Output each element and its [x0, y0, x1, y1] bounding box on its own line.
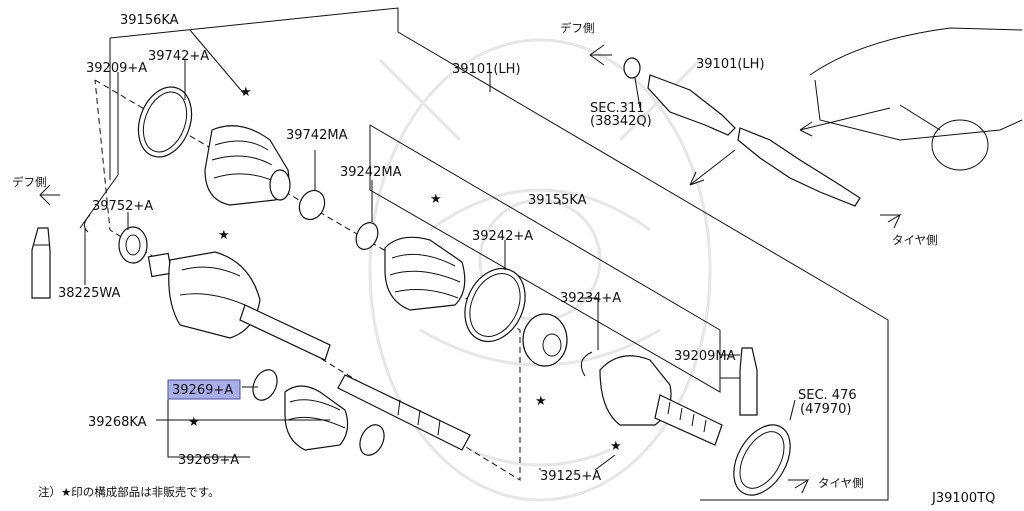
star-4: ★	[535, 394, 547, 409]
outer-joint-39125	[599, 355, 723, 446]
label-39242MA[interactable]: 39242MA	[340, 165, 402, 180]
label-39269A-bottom[interactable]: 39269+A	[178, 453, 239, 468]
snap-ring-39234	[580, 351, 593, 377]
band-39242A	[464, 267, 526, 343]
boot-middle	[384, 236, 466, 311]
label-sec476-sub: (47970)	[800, 402, 852, 417]
inset-arrows	[689, 107, 891, 186]
part-labels: 39156KA 39742+A 39209+A 39742MA 39101(LH…	[12, 13, 938, 490]
star-2: ★	[218, 228, 230, 243]
label-sec311-sub: (38342Q)	[590, 114, 652, 129]
label-tire-side-right: タイヤ側	[892, 233, 938, 247]
direction-arrows	[39, 44, 902, 494]
label-39101LH-inset[interactable]: 39101(LH)	[696, 57, 765, 72]
label-tire-side-bottom: タイヤ側	[818, 476, 864, 490]
diagram-code: J39100TQ	[931, 491, 995, 506]
inner-joint-housing	[147, 251, 331, 361]
spider-joint	[522, 313, 568, 367]
footnote: 注）★印の構成部品は非販売です。	[38, 485, 220, 499]
star-6: ★	[188, 415, 200, 430]
label-39209MA[interactable]: 39209MA	[674, 349, 736, 364]
abs-sensor-ring	[733, 424, 791, 496]
group-frames	[94, 7, 889, 501]
grease-tube-39209MA	[739, 347, 758, 416]
star-markers: ★ ★ ★ ★ ★ ★	[188, 85, 622, 454]
boot-39268KA	[284, 385, 349, 451]
label-39209A[interactable]: 39209+A	[86, 61, 147, 76]
label-sec476[interactable]: SEC. 476	[798, 388, 857, 403]
highlight-box-39269-top[interactable]	[167, 379, 241, 400]
label-39242A[interactable]: 39242+A	[472, 229, 533, 244]
grease-tube-38225WA	[31, 227, 51, 299]
label-39156KA[interactable]: 39156KA	[120, 13, 179, 28]
star-3: ★	[430, 192, 442, 207]
shaft-39268	[337, 374, 471, 451]
band-39269-bottom	[359, 424, 385, 456]
band-39242MA	[355, 222, 379, 250]
label-diff-side-top: デフ側	[560, 21, 595, 35]
label-sec311[interactable]: SEC.311	[590, 101, 645, 116]
label-39268KA[interactable]: 39268KA	[88, 415, 147, 430]
inset-car-outline	[809, 27, 1023, 171]
small-band-39742MA	[298, 189, 326, 221]
leader-lines	[79, 29, 796, 471]
label-39101LH-main[interactable]: 39101(LH)	[452, 62, 521, 77]
label-39234A[interactable]: 39234+A	[560, 291, 621, 306]
label-diff-side-left: デフ側	[12, 175, 47, 189]
boot-band-39742	[137, 86, 193, 158]
label-39125A[interactable]: 39125+A	[540, 469, 601, 484]
inset-assembled-shaft	[623, 57, 861, 207]
label-39742A[interactable]: 39742+A	[148, 49, 209, 64]
star-1: ★	[240, 85, 252, 100]
label-39742MA[interactable]: 39742MA	[286, 128, 348, 143]
boot-39241	[204, 125, 291, 206]
label-38225WA[interactable]: 38225WA	[58, 286, 120, 301]
label-39155KA[interactable]: 39155KA	[528, 193, 587, 208]
label-39269A-top[interactable]: 39269+A	[172, 383, 233, 398]
label-39752A[interactable]: 39752+A	[92, 199, 153, 214]
seal-39752	[118, 226, 148, 264]
band-39269-top	[252, 369, 278, 401]
star-5: ★	[610, 439, 622, 454]
